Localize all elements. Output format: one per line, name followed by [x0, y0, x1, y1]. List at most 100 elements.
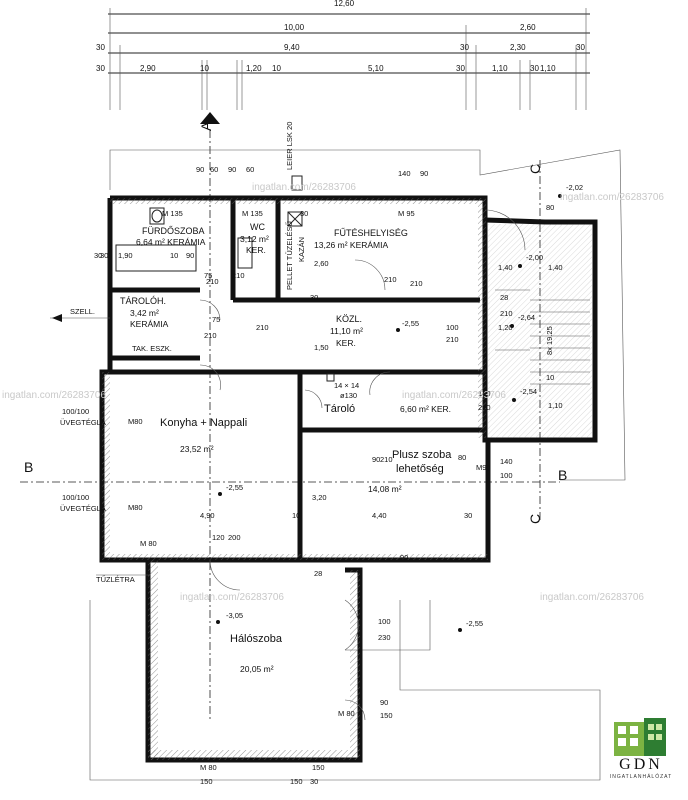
dimension-number: M 135: [162, 209, 183, 218]
room-wc-floor: KER.: [246, 245, 266, 255]
dimension-number: 30: [464, 511, 472, 520]
watermarks: ingatlan.com/26283706 ingatlan.com/26283…: [2, 182, 664, 603]
room-kozl-name: KÖZL.: [336, 314, 362, 324]
dimension-number: 90: [196, 165, 204, 174]
level-4: -2,64: [518, 313, 535, 322]
dimension-number: 140: [500, 457, 513, 466]
room-labels: FÜRDŐSZOBA 6,64 m² KERÁMIA WC 3,12 m² KE…: [120, 222, 452, 674]
logo-text: GDN: [619, 756, 663, 773]
label-uveg1b: ÜVEGTÉGLA: [60, 418, 106, 427]
axis-a-label: A: [198, 121, 214, 131]
top-dimensions: 12,60 10,00 2,60 30 9,40 30 2,30 30 30 2…: [96, 0, 590, 110]
axis-b-left: B: [24, 459, 33, 475]
dimension-number: 30: [94, 251, 102, 260]
dimension-number: 150: [380, 711, 393, 720]
dimension-number: M90: [476, 463, 491, 472]
dim-row3-g: 30: [456, 64, 465, 73]
level-5: -2,54: [520, 387, 537, 396]
dimension-number: 30: [310, 293, 318, 302]
room-tarol-area: 3,42 m²: [130, 308, 159, 318]
label-box: 14 × 14: [334, 381, 359, 390]
dimension-number: 210: [384, 275, 397, 284]
walls: [99, 195, 598, 763]
dimension-number: 1,20: [498, 323, 513, 332]
label-takeszk: TAK. ESZK.: [132, 344, 172, 353]
dimension-number: 100: [378, 617, 391, 626]
dimension-number: 210: [478, 403, 491, 412]
dimension-number: 210: [256, 323, 269, 332]
level-markers: -2,02 -2,00 -2,55 -2,64 -2,54 -2,55 -3,0…: [216, 183, 583, 632]
dim-total: 12,60: [334, 0, 355, 8]
dimension-number: 210: [380, 455, 393, 464]
gdn-logo-icon: [614, 718, 666, 756]
dimension-number: 90: [228, 165, 236, 174]
room-plusz-name2: lehetőség: [396, 463, 444, 475]
watermark-2: ingatlan.com/26283706: [252, 182, 356, 193]
axis-c-bottom: C: [527, 514, 543, 524]
watermark-3: ingatlan.com/26283706: [2, 390, 106, 401]
room-konyha-name: Konyha + Nappali: [160, 417, 247, 429]
dimension-number: 60: [246, 165, 254, 174]
dim-row3-j: 1,10: [540, 64, 556, 73]
dimension-number: 30: [310, 777, 318, 786]
dimension-number: 90: [372, 455, 380, 464]
dimension-number: 75: [212, 315, 220, 324]
dimension-number: 90: [380, 698, 388, 707]
axis-c-top: C: [527, 164, 543, 174]
dimension-number: 210: [232, 271, 245, 280]
room-futes-area: 13,26 m² KERÁMIA: [314, 240, 388, 250]
dimension-number: 230: [378, 633, 391, 642]
dimension-number: M 80: [140, 539, 157, 548]
level-6: -2,55: [226, 483, 243, 492]
dim-row3-d: 1,20: [246, 64, 262, 73]
level-3: -2,55: [402, 319, 419, 328]
site-outline: [89, 149, 626, 781]
room-tarol-floor: KERÁMIA: [130, 319, 169, 329]
dim-row2-a: 30: [96, 43, 105, 52]
dimension-number: 200: [228, 533, 241, 542]
dimension-number: 210: [446, 335, 459, 344]
dim-row2-b: 9,40: [284, 43, 300, 52]
dimension-number: 2,60: [314, 259, 329, 268]
dimension-number: 90: [420, 169, 428, 178]
logo-subtext: INGATLANHÁLÓZAT: [609, 774, 673, 780]
room-kozl-floor: KER.: [336, 338, 356, 348]
dimension-number: 80: [458, 453, 466, 462]
dimension-number: 3,20: [312, 493, 327, 502]
dimension-number: 1,40: [498, 263, 513, 272]
label-uveg1: 100/100: [62, 407, 89, 416]
room-plusz-area: 14,08 m²: [368, 484, 402, 494]
label-uveg2: 100/100: [62, 493, 89, 502]
room-halo-area: 20,05 m²: [240, 664, 274, 674]
dimension-number: 10: [292, 511, 300, 520]
dimension-number: 1,50: [314, 343, 329, 352]
dim-row3-h: 1,10: [492, 64, 508, 73]
dimension-number: 210: [206, 277, 219, 286]
dimension-number: 150: [200, 777, 213, 786]
dimension-number: M 80: [200, 763, 217, 772]
dimension-number: 28: [500, 293, 508, 302]
room-plusz-name: Plusz szoba: [392, 449, 452, 461]
dimension-number: M80: [128, 503, 143, 512]
label-pipe: ø130: [340, 391, 357, 400]
dimension-number: M 80: [338, 709, 355, 718]
misc-labels: LEIER LSK 20 PELLET TÜZELÉSŰ KAZÁN SZELL…: [60, 122, 554, 584]
level-2: -2,00: [526, 253, 543, 262]
dimension-number: 10: [170, 251, 178, 260]
dim-row3-b: 2,90: [140, 64, 156, 73]
watermark-4: ingatlan.com/26283706: [402, 390, 506, 401]
watermark-1: ingatlan.com/26283706: [560, 192, 664, 203]
dimension-number: 75: [204, 271, 212, 280]
dim-row3-a: 30: [96, 64, 105, 73]
dim-row3-i: 30: [530, 64, 539, 73]
label-leier: LEIER LSK 20: [285, 122, 294, 170]
fixtures: [50, 175, 590, 721]
dimension-number: 1,90: [118, 251, 133, 260]
dim-row2-d: 2,30: [510, 43, 526, 52]
dimension-number: 100: [446, 323, 459, 332]
label-pellet: PELLET TÜZELÉSŰ: [285, 221, 294, 290]
room-konyha-area: 23,52 m²: [180, 444, 214, 454]
dimension-number: 28: [314, 569, 322, 578]
axis-b-right: B: [558, 467, 567, 483]
